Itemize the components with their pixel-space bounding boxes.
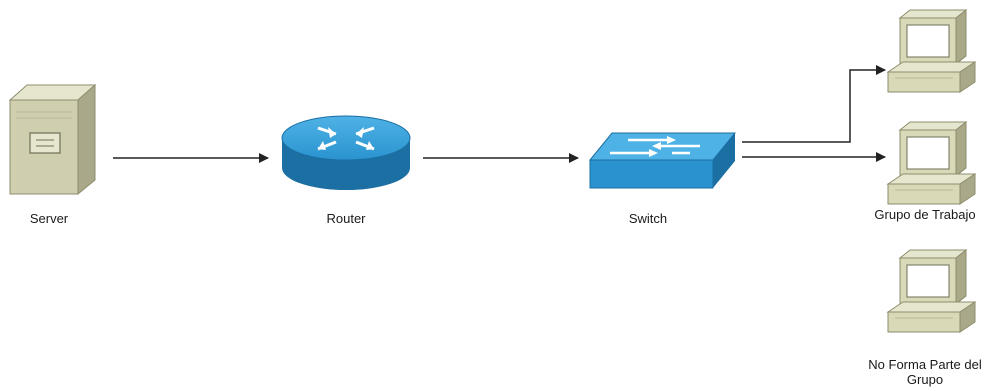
router-label: Router [326, 211, 366, 226]
outside-group-label-line2: Grupo [906, 372, 944, 387]
switch-label: Switch [628, 211, 668, 226]
workgroup-pc-1-icon [886, 8, 977, 93]
router-icon [281, 115, 411, 190]
outside-group-label-line1: No Forma Parte del [868, 357, 982, 372]
server-label: Server [29, 211, 69, 226]
server-icon [8, 83, 97, 196]
link-switch-pc1 [742, 65, 886, 143]
workgroup-pc-2-icon [886, 120, 977, 205]
workgroup-label: Grupo de Trabajo [874, 207, 976, 222]
outside-group-label: No Forma Parte del Grupo [850, 357, 1000, 387]
outside-pc-icon [886, 248, 977, 333]
switch-icon [588, 132, 737, 189]
